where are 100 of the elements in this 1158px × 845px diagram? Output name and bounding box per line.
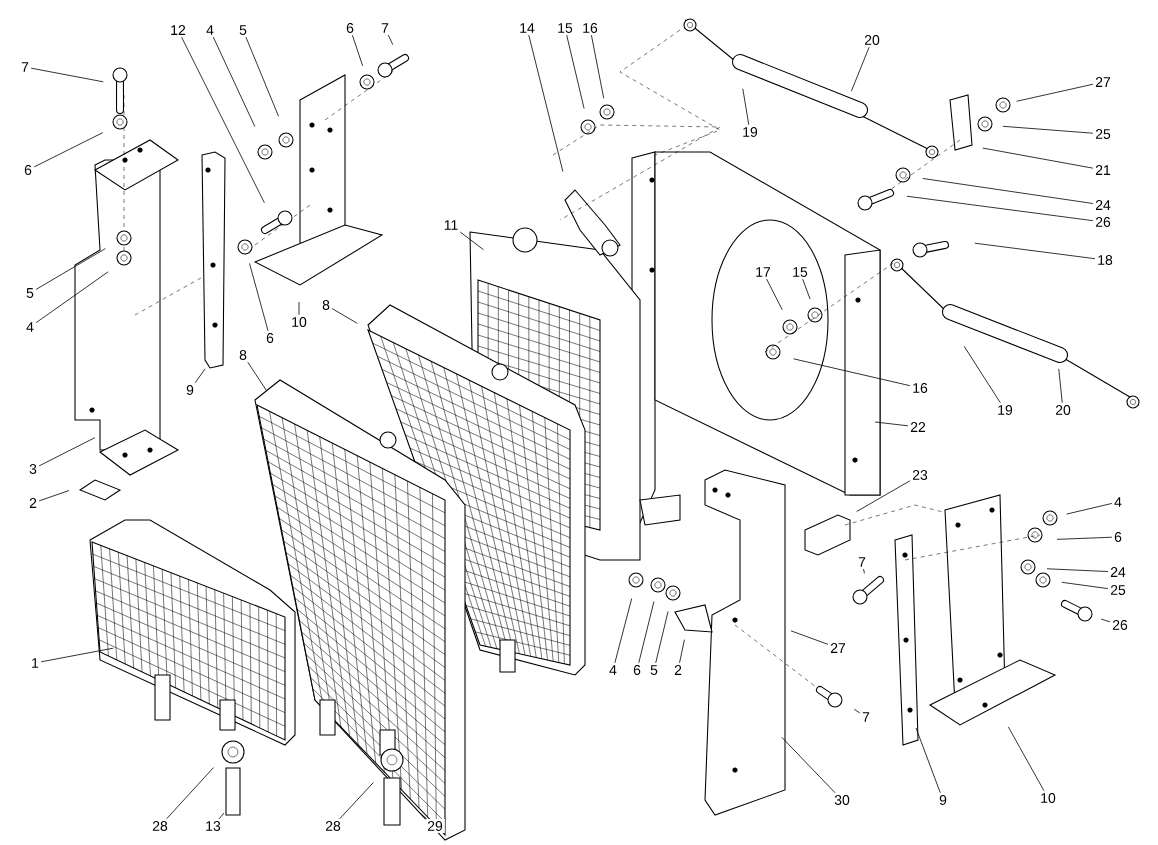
- callout-number: 2: [672, 663, 684, 677]
- leader-line: [638, 601, 655, 664]
- leader-line: [528, 34, 564, 172]
- leader-line: [742, 88, 750, 126]
- callout-number: 28: [323, 819, 343, 833]
- leader-line: [982, 147, 1094, 169]
- leader-line: [35, 271, 109, 324]
- leader-line: [922, 178, 1094, 204]
- callout-number: 5: [648, 663, 660, 677]
- leader-line: [33, 132, 104, 168]
- callout-number: 11: [441, 218, 461, 232]
- callout-number: 10: [1038, 791, 1058, 805]
- callout-number: 23: [910, 468, 930, 482]
- callout-number: 13: [203, 819, 223, 833]
- leader-line: [974, 242, 1096, 260]
- leader-line: [850, 46, 870, 92]
- leader-line: [212, 36, 256, 127]
- leader-line: [793, 358, 911, 387]
- leader-line: [906, 195, 1094, 222]
- callout-number: 22: [908, 420, 928, 434]
- callout-number: 24: [1108, 565, 1128, 579]
- callout-number: 25: [1093, 127, 1113, 141]
- leader-line: [218, 812, 225, 820]
- leader-line: [1007, 726, 1045, 792]
- callout-number: 21: [1093, 163, 1113, 177]
- callout-number: 26: [1110, 618, 1130, 632]
- leader-line: [874, 421, 909, 427]
- callout-number: 7: [860, 710, 872, 724]
- callout-number: 6: [344, 21, 356, 35]
- callout-number: 15: [555, 21, 575, 35]
- callout-number: 7: [19, 60, 31, 74]
- leader-line: [339, 782, 374, 820]
- leader-line: [35, 248, 106, 290]
- callout-number: 30: [832, 793, 852, 807]
- callout-number: 20: [862, 33, 882, 47]
- leader-line: [38, 437, 96, 467]
- callout-number: 7: [856, 555, 868, 569]
- callout-number: 7: [379, 21, 391, 35]
- leader-line: [655, 611, 669, 664]
- callout-number: 5: [237, 23, 249, 37]
- leader-line: [387, 34, 394, 45]
- callout-number: 14: [517, 21, 537, 35]
- leader-line: [781, 736, 836, 794]
- leader-line: [459, 231, 484, 251]
- leader-line: [1058, 368, 1063, 404]
- callout-number: 9: [184, 383, 196, 397]
- leader-line: [915, 727, 941, 794]
- leader-line: [247, 361, 268, 392]
- leader-line: [1061, 581, 1109, 589]
- callout-number: 1: [29, 656, 41, 670]
- callout-number: 2: [27, 496, 39, 510]
- callout-number: 4: [607, 663, 619, 677]
- leader-line: [853, 708, 861, 714]
- leader-line: [1002, 125, 1094, 134]
- leader-line: [1046, 568, 1109, 572]
- leader-line: [856, 480, 911, 512]
- leader-line: [30, 67, 104, 83]
- leader-line: [566, 34, 585, 109]
- leader-line: [194, 368, 206, 384]
- callout-number: 8: [237, 348, 249, 362]
- callout-number: 16: [910, 381, 930, 395]
- leader-line: [766, 278, 783, 311]
- callout-number: 15: [790, 265, 810, 279]
- callout-number: 6: [264, 331, 276, 345]
- callout-number: 16: [580, 21, 600, 35]
- callout-number: 27: [1093, 75, 1113, 89]
- callout-number: 6: [22, 163, 34, 177]
- callout-number: 20: [1053, 403, 1073, 417]
- leader-line: [298, 301, 300, 316]
- callout-number: 10: [289, 315, 309, 329]
- leader-line: [1066, 503, 1113, 515]
- callout-number: 27: [828, 641, 848, 655]
- leader-line: [1100, 618, 1111, 623]
- leader-line: [38, 490, 70, 502]
- callout-number: 17: [753, 265, 773, 279]
- leader-line: [245, 36, 279, 117]
- leader-line: [331, 308, 358, 324]
- leader-line: [963, 345, 1001, 404]
- callout-number: 26: [1093, 215, 1113, 229]
- callout-number: 24: [1093, 198, 1113, 212]
- leader-line: [352, 34, 364, 67]
- callout-number: 9: [937, 793, 949, 807]
- leader-line: [802, 278, 811, 300]
- leader-line: [1056, 536, 1113, 540]
- leader-line: [591, 34, 605, 99]
- callout-number: 6: [1112, 530, 1124, 544]
- leader-line: [249, 263, 269, 332]
- leader-line: [1016, 83, 1094, 102]
- leader-line: [614, 598, 633, 664]
- leader-line: [40, 647, 114, 663]
- callout-number: 4: [1112, 495, 1124, 509]
- leader-line: [790, 630, 829, 645]
- callout-number: 12: [168, 23, 188, 37]
- callout-number: 25: [1108, 583, 1128, 597]
- callout-number: 19: [995, 403, 1015, 417]
- callout-number: 18: [1095, 253, 1115, 267]
- callout-number: 29: [425, 819, 445, 833]
- callout-number: 4: [24, 320, 36, 334]
- leader-line: [181, 36, 265, 204]
- callout-number: 8: [320, 298, 332, 312]
